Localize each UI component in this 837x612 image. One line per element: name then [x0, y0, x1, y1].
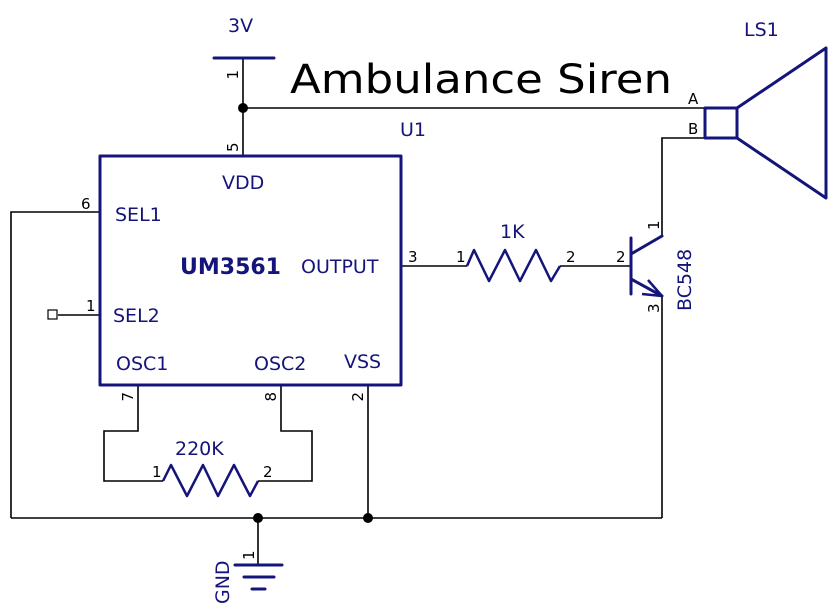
speaker-pin-a: A — [688, 90, 699, 108]
transistor-bc548: 2 1 3 BC548 — [616, 220, 696, 313]
transistor-emitter-icon — [629, 277, 664, 298]
transistor-part-name: BC548 — [674, 249, 696, 311]
power-pin-number: 1 — [224, 70, 242, 80]
resistor-220k-pin2: 2 — [263, 463, 273, 481]
resistor-zigzag-icon — [465, 248, 562, 283]
wires — [10, 58, 705, 565]
ic-pin-number-output: 3 — [408, 248, 418, 266]
transistor-collector-icon — [629, 234, 664, 256]
ic-pin-name-vss: VSS — [344, 351, 381, 373]
transistor-collector-pin: 1 — [645, 220, 663, 230]
power-symbol: 3V 1 — [212, 15, 276, 80]
resistor-1k-value: 1K — [500, 221, 525, 243]
ic-part-name: UM3561 — [180, 255, 281, 280]
ic-pin-name-sel2: SEL2 — [113, 305, 160, 327]
wire-sel1-to-ground — [10, 211, 100, 518]
ic-body — [98, 154, 403, 387]
transistor-emitter-pin: 3 — [645, 303, 663, 313]
resistor-220k: 220K 1 2 — [152, 438, 273, 498]
resistor-220k-value: 220K — [175, 438, 224, 460]
junction-dot-gnd — [253, 513, 263, 523]
resistor-1k-pin2: 2 — [566, 248, 576, 266]
wire-osc1-to-r220k — [103, 385, 163, 482]
ground-label: GND — [212, 560, 234, 604]
wire-speaker-b-to-collector — [661, 137, 705, 236]
speaker-ls1: LS1 A B — [688, 19, 828, 200]
ic-um3561: U1 UM3561 VDD 5 SEL1 6 SEL2 1 OUTPUT 3 O… — [47, 119, 426, 402]
resistor-1k-pin1: 1 — [456, 248, 466, 266]
ic-pin-number-osc2: 8 — [262, 392, 280, 402]
ic-pin-name-sel1: SEL1 — [115, 204, 162, 226]
ic-refdes: U1 — [400, 119, 426, 141]
ic-pin-name-output: OUTPUT — [301, 256, 379, 278]
transistor-emitter-arrow-icon — [641, 279, 664, 298]
ic-pin-number-vdd: 5 — [224, 142, 242, 152]
power-label: 3V — [228, 15, 253, 37]
speaker-body-icon — [703, 106, 739, 140]
speaker-cone-icon — [735, 46, 828, 200]
ic-pin-number-sel1: 6 — [81, 195, 91, 213]
ic-pin-name-osc1: OSC1 — [116, 353, 168, 375]
ic-pin-name-vdd: VDD — [222, 172, 264, 194]
speaker-refdes: LS1 — [744, 19, 779, 41]
ground-pin-number: 1 — [240, 550, 258, 560]
wire-osc2-to-r220k — [258, 385, 313, 482]
junction-dot-vss — [363, 513, 373, 523]
ground-symbol: GND 1 — [212, 550, 284, 604]
speaker-pin-b: B — [688, 120, 698, 138]
ic-pin-number-osc1: 7 — [119, 392, 137, 402]
junction-dot-vdd — [238, 103, 248, 113]
ic-pin-number-sel2: 1 — [86, 297, 96, 315]
schematic-title: Ambulance Siren — [290, 57, 672, 103]
resistor-zigzag-icon — [161, 463, 260, 498]
ic-pin-name-osc2: OSC2 — [254, 353, 306, 375]
resistor-1k: 1K 1 2 — [456, 221, 576, 283]
ic-pin-number-vss: 2 — [349, 392, 367, 402]
transistor-base-pin: 2 — [616, 248, 626, 266]
resistor-220k-pin1: 1 — [152, 463, 162, 481]
no-connect-terminal-icon — [47, 309, 58, 320]
